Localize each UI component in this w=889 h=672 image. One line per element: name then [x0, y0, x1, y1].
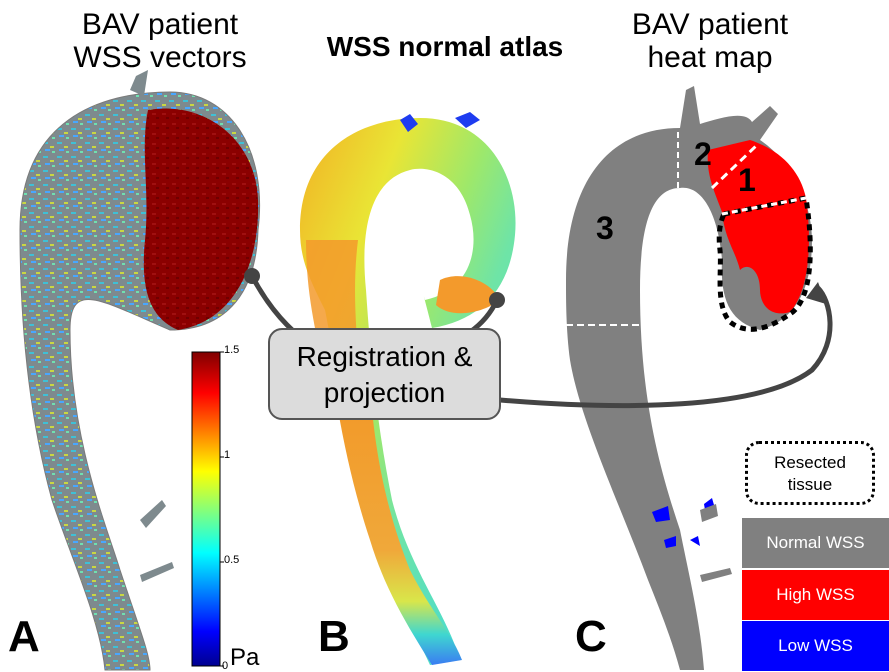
panel-a-letter: A	[8, 612, 40, 661]
panel-a-title: BAV patient WSS vectors	[40, 8, 280, 74]
panel-b-descending-aorta	[338, 410, 462, 665]
registration-callout: Registration & projection	[268, 328, 501, 420]
panel-c-title: BAV patient heat map	[590, 8, 830, 74]
panel-a-title-line1: BAV patient	[81, 8, 239, 41]
panel-b-top-blue-tip	[400, 112, 480, 132]
panel-b-letter: B	[318, 612, 350, 661]
colorbar-tick-1: 1	[224, 449, 231, 461]
connector-arrow-to-c	[499, 286, 833, 409]
panel-c-heatmap-aorta	[566, 86, 813, 670]
legend-high-wss: High WSS	[742, 570, 889, 620]
region-number-3: 3	[596, 210, 614, 246]
region-number-2: 2	[694, 136, 712, 172]
panel-c-resected-boundary	[716, 195, 813, 332]
callout-line2: projection	[323, 377, 446, 408]
legend-normal-wss: Normal WSS	[742, 518, 889, 568]
panel-c-high-wss-region-lower	[722, 198, 809, 314]
panel-a-title-line2: WSS vectors	[73, 41, 247, 74]
panel-a-arch-branch	[130, 70, 148, 96]
panel-a-distal-branches	[140, 500, 174, 582]
colorbar-gradient	[191, 351, 221, 667]
legend-resected-tissue: Resected tissue	[745, 441, 875, 505]
colorbar-unit: Pa	[230, 644, 260, 671]
panel-c-title-line1: BAV patient	[631, 8, 789, 41]
panel-b-title: WSS normal atlas	[326, 31, 564, 62]
panel-c-letter: C	[575, 612, 607, 661]
panel-c-region-divider-3	[721, 196, 807, 216]
panel-c-low-wss-spots	[652, 498, 716, 548]
panel-c-title-line2: heat map	[647, 41, 773, 74]
panel-b-orange-patch	[436, 276, 500, 314]
colorbar-tick-0-5: 0.5	[224, 554, 240, 566]
connector-arrowhead	[806, 282, 826, 304]
colorbar-tick-1-5: 1.5	[224, 344, 240, 356]
panel-c-region-divider-1	[710, 144, 758, 190]
panel-c-high-wss-region-upper	[707, 140, 806, 212]
callout-line1: Registration &	[296, 341, 473, 372]
region-number-1: 1	[738, 162, 756, 198]
legend-low-wss: Low WSS	[742, 621, 889, 671]
legend-resected-line1: Resected	[774, 453, 846, 472]
panel-a-high-wss-region	[143, 108, 259, 330]
panel-a-aorta-vectors	[19, 70, 261, 671]
legend-resected-line2: tissue	[787, 475, 833, 494]
panel-c-distal-branches	[700, 504, 732, 582]
colorbar-tick-0: 0	[222, 660, 229, 672]
